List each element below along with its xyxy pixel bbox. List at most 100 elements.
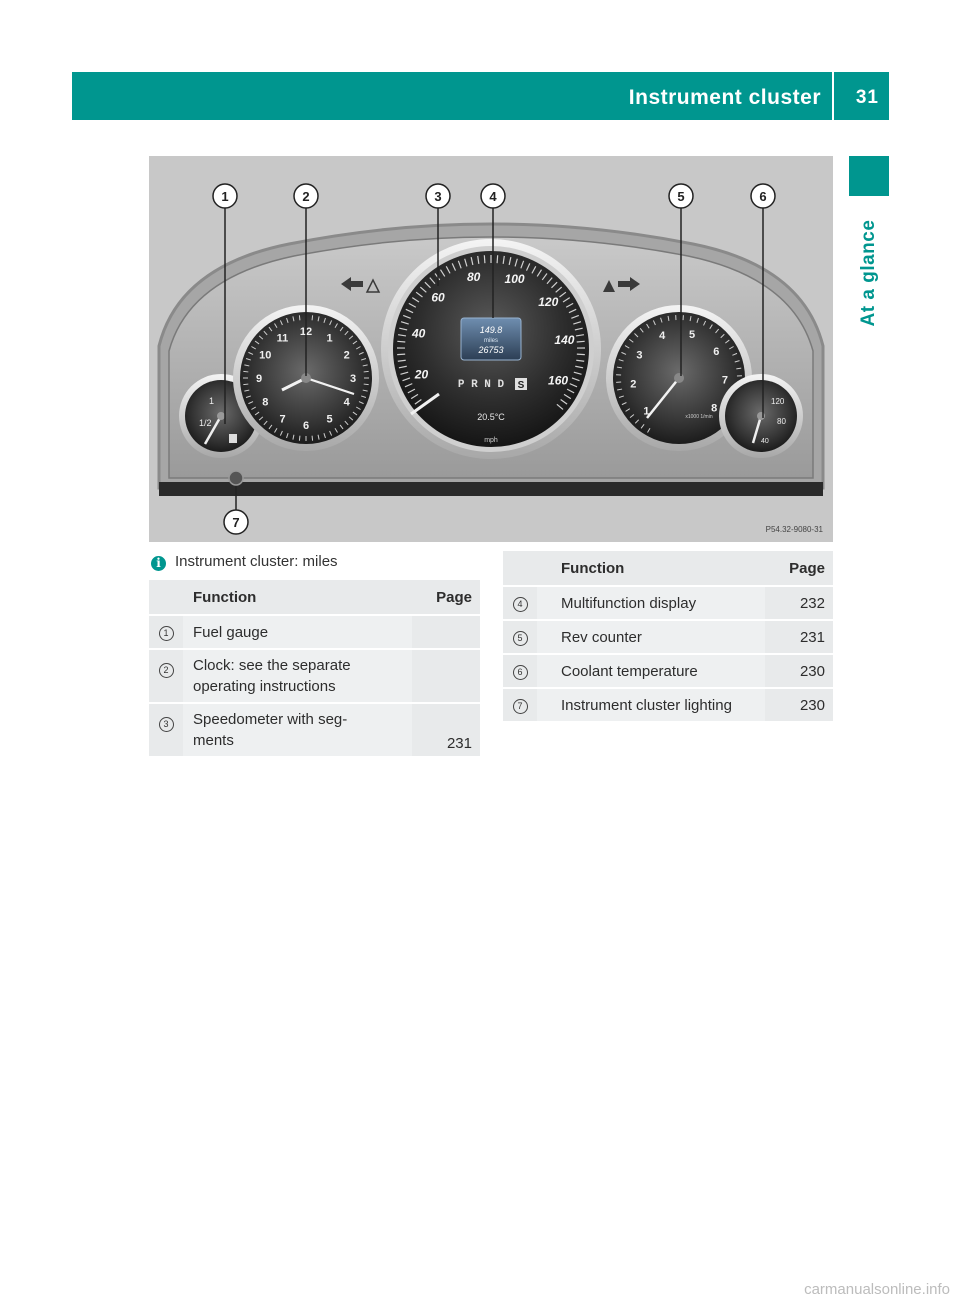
gauge-label: 160 xyxy=(548,373,568,387)
gauge-tick xyxy=(464,258,468,267)
gauge-tick xyxy=(311,315,314,321)
gauge-tick xyxy=(254,411,260,416)
table-row: 2 Clock: see the separate operating inst… xyxy=(149,650,480,704)
callout-number: 3 xyxy=(158,717,174,732)
clock-number: 7 xyxy=(279,414,285,426)
gauge-tick xyxy=(531,266,537,274)
gauge-label: 1 xyxy=(643,406,649,418)
row-function: Instrument cluster lighting xyxy=(537,689,765,723)
callout-number: 5 xyxy=(512,631,528,646)
gauge-label: 40 xyxy=(411,326,426,340)
gauge-label: 4 xyxy=(659,330,666,342)
gauge-tick xyxy=(258,335,264,340)
gauge-label: 2 xyxy=(630,379,636,391)
header-number xyxy=(149,580,183,616)
trip-distance: 149.8 xyxy=(480,325,503,335)
gauge-tick xyxy=(363,370,369,373)
row-page: 231 xyxy=(765,621,833,655)
gauge-tick xyxy=(286,433,289,439)
header-divider xyxy=(832,72,834,120)
gauge-tick xyxy=(397,359,406,362)
gauge-tick xyxy=(329,320,333,326)
gauge-tick xyxy=(361,358,367,361)
gauge-tick xyxy=(439,269,446,277)
row-page xyxy=(412,616,480,650)
gauge-tick xyxy=(361,395,367,398)
multifunction-display xyxy=(460,317,522,361)
gauge-tick xyxy=(647,427,651,433)
gauge-tick xyxy=(323,433,326,439)
fuel-label-full: 1 xyxy=(209,396,214,406)
gauge-tick xyxy=(251,406,257,410)
gauge-tick xyxy=(574,327,583,331)
gauge-tick xyxy=(352,340,358,345)
gauge-tick xyxy=(286,317,289,323)
figure-caption-text: Instrument cluster: miles xyxy=(175,553,338,570)
clock-number: 8 xyxy=(262,397,268,409)
clock-number: 1 xyxy=(326,332,332,344)
callout-number: 1 xyxy=(221,189,228,204)
gauge-tick xyxy=(575,365,584,369)
gauge-tick xyxy=(344,330,349,336)
gauge-tick xyxy=(508,256,512,266)
gauge-tick xyxy=(400,371,409,375)
chapter-tab xyxy=(849,156,889,196)
gauge-tick xyxy=(317,434,320,440)
coolant-label-40: 40 xyxy=(761,438,769,445)
callout-number: 3 xyxy=(434,189,441,204)
fuel-label-half: 1/2 xyxy=(199,418,212,428)
gauge-label: 100 xyxy=(505,272,525,286)
clock-number: 5 xyxy=(326,414,332,426)
gauge-tick xyxy=(248,351,254,355)
row-function: Multifunction display xyxy=(537,587,765,621)
gauge-tick xyxy=(556,403,564,410)
gauge-tick xyxy=(445,266,451,274)
page-number: 31 xyxy=(855,87,879,108)
clock-number: 11 xyxy=(277,332,289,344)
gauge-tick xyxy=(248,401,254,405)
table-header-row: Function Page xyxy=(503,551,833,587)
gauge-tick xyxy=(292,434,295,440)
row-function: Fuel gauge xyxy=(183,616,412,650)
coolant-gauge: 120 80 40 xyxy=(719,374,803,458)
gauge-tick xyxy=(268,326,273,332)
table-header-row: Function Page xyxy=(149,580,480,616)
clock-number: 9 xyxy=(256,373,262,385)
gauge-tick xyxy=(334,323,338,329)
gauge-label: 5 xyxy=(689,329,695,341)
gauge-tick xyxy=(520,260,525,269)
table-row: 3 Speedometer with seg- ments 231 xyxy=(149,704,480,758)
gauge-tick xyxy=(624,345,630,349)
gauge-tick xyxy=(715,328,720,334)
clock-gauge: 121234567891011 xyxy=(233,305,379,451)
gauge-tick xyxy=(404,383,413,388)
table-row: 7 Instrument cluster lighting 230 xyxy=(503,689,833,723)
gauge-label: 6 xyxy=(713,346,719,358)
gauge-label: 3 xyxy=(636,350,642,362)
gauge-tick xyxy=(362,364,368,367)
gauge-tick xyxy=(576,340,585,343)
callout-circle xyxy=(293,183,319,209)
gauge-tick xyxy=(496,255,499,264)
gauge-tick xyxy=(703,320,707,326)
gauge-tick xyxy=(709,324,713,330)
gauge-tick xyxy=(414,398,422,405)
callout-number: 7 xyxy=(232,515,239,530)
function-table-left: Function Page 1 Fuel gauge 2 Clock: see … xyxy=(149,580,480,758)
gauge-tick xyxy=(424,281,431,289)
row-page: 231 xyxy=(412,704,480,758)
clock-number: 10 xyxy=(259,350,271,362)
row-function: Speedometer with seg- ments xyxy=(183,704,412,758)
gauge-label: 20 xyxy=(414,367,429,381)
gauge-tick xyxy=(573,371,582,375)
callout-number: 1 xyxy=(158,626,174,641)
callout-number: 6 xyxy=(512,665,528,680)
gauge-tick xyxy=(569,383,578,388)
gauge-tick xyxy=(339,326,344,332)
gauge-label: 7 xyxy=(722,375,728,387)
gauge-tick xyxy=(323,317,326,323)
header-function: Function xyxy=(183,580,412,616)
gauge-tick xyxy=(732,352,738,356)
turn-signal-left-icon xyxy=(341,277,381,293)
gauge-tick xyxy=(397,340,406,343)
